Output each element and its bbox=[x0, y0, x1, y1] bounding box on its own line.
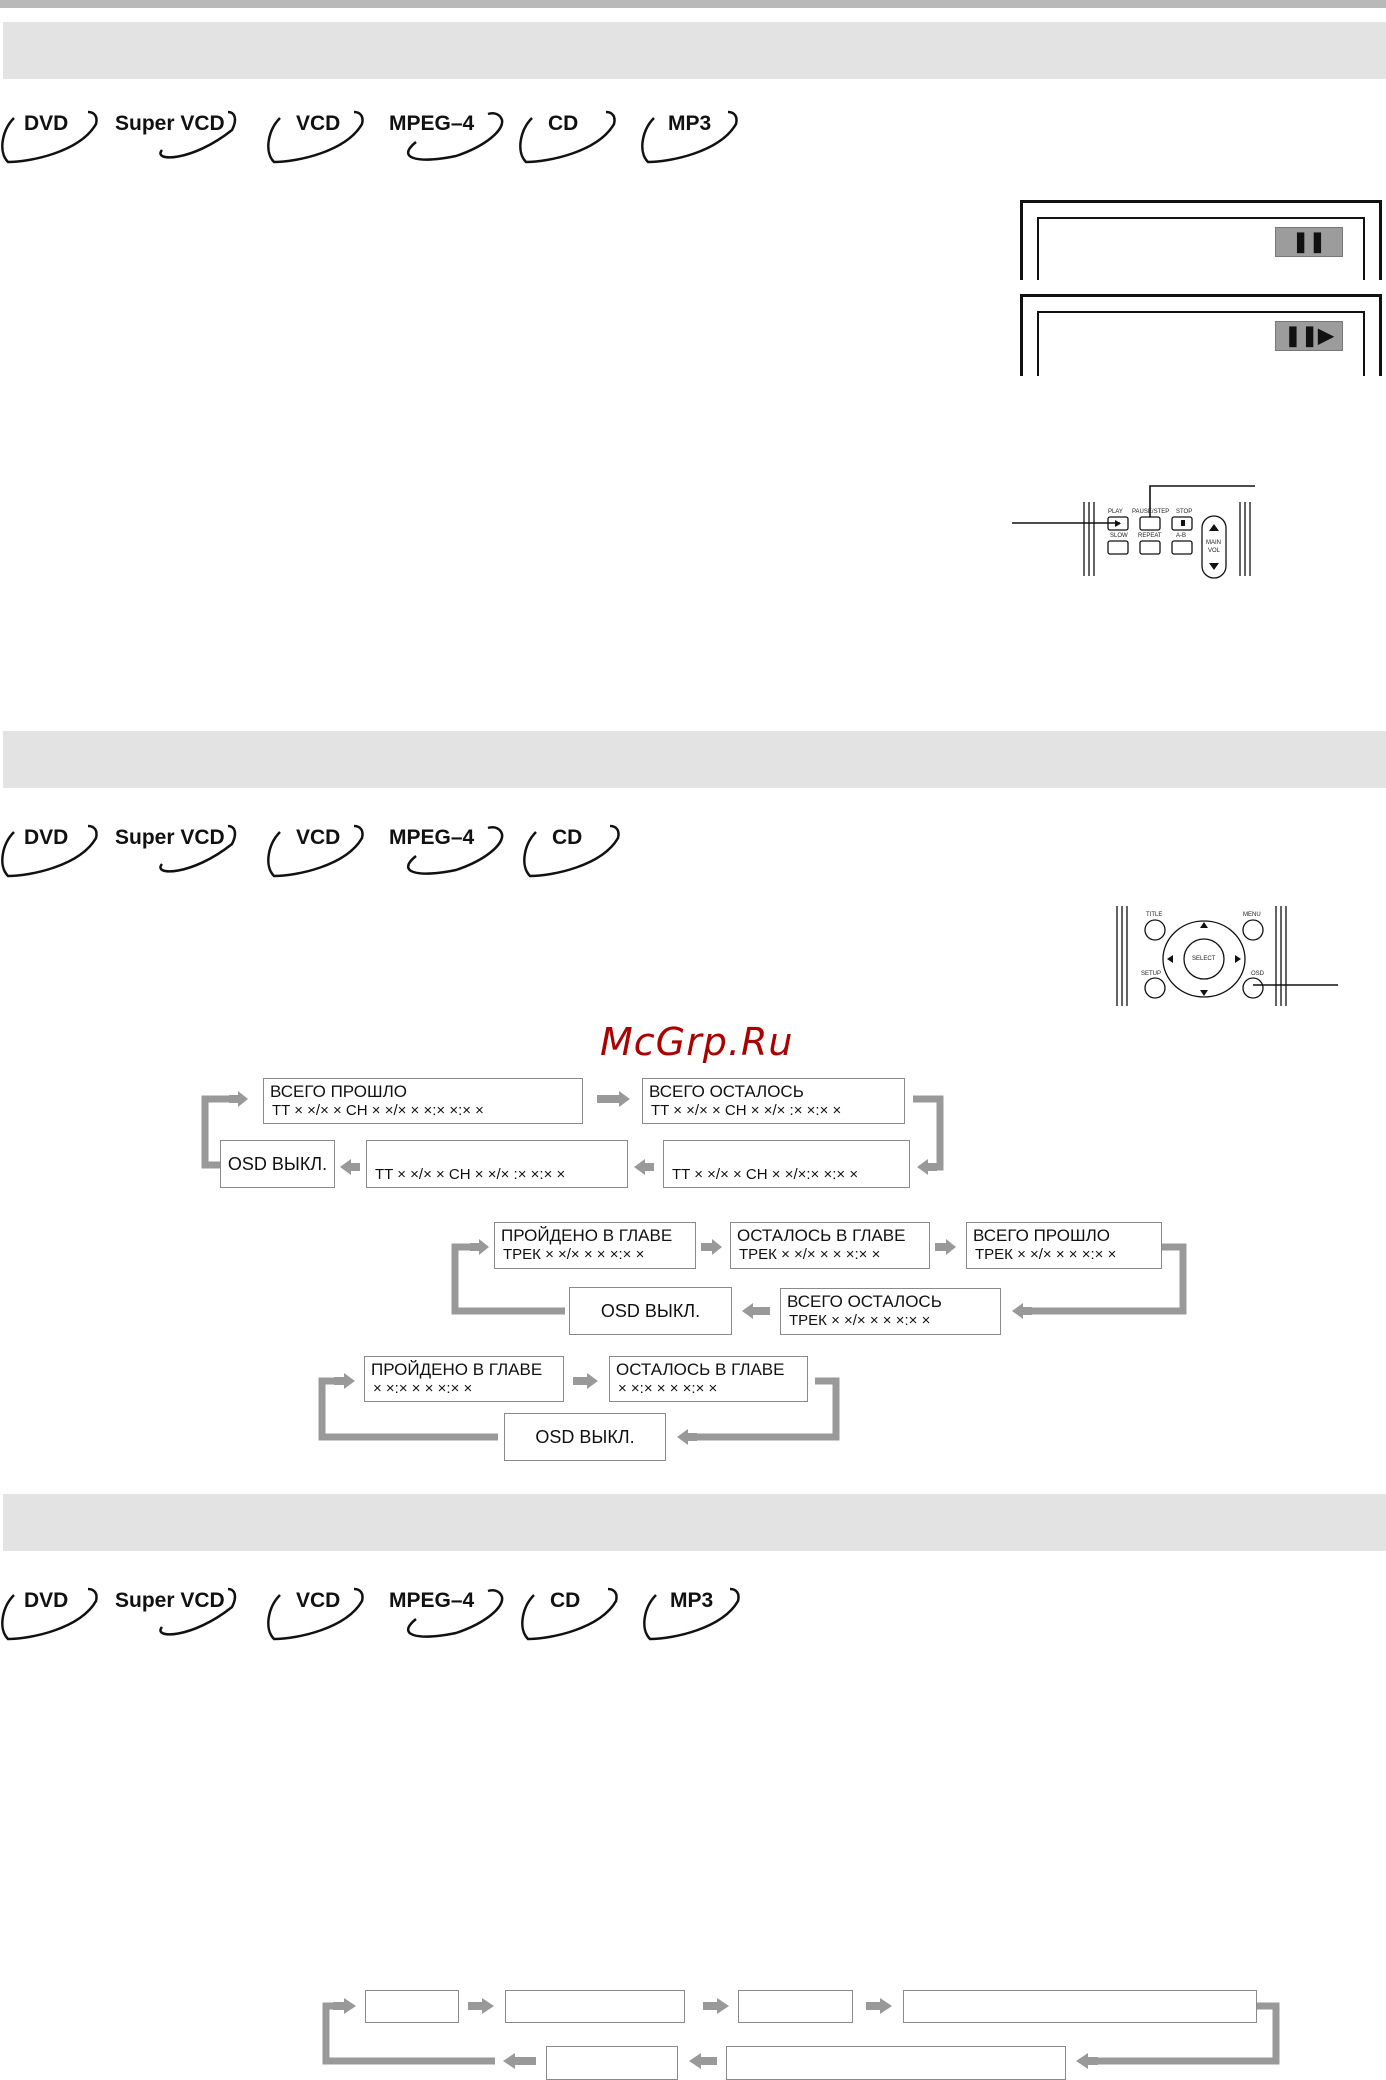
flow2-osd-off: OSD ВЫКЛ. bbox=[569, 1287, 732, 1335]
watermark: McGrp.Ru bbox=[600, 1020, 794, 1064]
flow1-osd-off: OSD ВЫКЛ. bbox=[220, 1140, 335, 1188]
section-header-3 bbox=[3, 1494, 1386, 1551]
flow4-box-1 bbox=[365, 1990, 459, 2023]
section-header-pause-step bbox=[3, 22, 1386, 79]
flow4-box-5 bbox=[546, 2046, 678, 2080]
tv-screen-step: ❚❚▶ bbox=[1020, 294, 1382, 376]
flow2-track-elapsed: ПРОЙДЕНО В ГЛАВЕ ТРЕК × ×/× × × ×:× × bbox=[494, 1222, 696, 1269]
step-icon: ❚❚▶ bbox=[1275, 321, 1343, 351]
remote-fragment-1 bbox=[1012, 485, 1255, 579]
flow3-osd-off: OSD ВЫКЛ. bbox=[504, 1413, 666, 1461]
section-header-osd bbox=[3, 731, 1386, 788]
flow4-box-6 bbox=[726, 2046, 1066, 2080]
flow1-total-elapsed: ВСЕГО ПРОШЛО TT × ×/× × CH × ×/× × ×:× ×… bbox=[263, 1078, 583, 1124]
flow1-total-remain: ВСЕГО ОСТАЛОСЬ TT × ×/× × CH × ×/× :× ×:… bbox=[642, 1078, 905, 1124]
flow2-total-elapsed: ВСЕГО ПРОШЛО ТРЕК × ×/× × × ×:× × bbox=[966, 1222, 1162, 1269]
flow1-chapter-remain: TT × ×/× × CH × ×/×:× ×:× × bbox=[663, 1140, 910, 1188]
flow4-box-3 bbox=[738, 1990, 853, 2023]
flow1-chapter-elapsed: TT × ×/× × CH × ×/× :× ×:× × bbox=[366, 1140, 628, 1188]
flow4-box-4 bbox=[903, 1990, 1257, 2023]
flow2-total-remain: ВСЕГО ОСТАЛОСЬ ТРЕК × ×/× × × ×:× × bbox=[780, 1288, 1001, 1335]
top-rule bbox=[0, 0, 1386, 8]
format-icons-row-1: DVD Super VCD VCD MPEG–4 CD MP3 bbox=[0, 102, 800, 182]
flow3-remain: ОСТАЛОСЬ В ГЛАВЕ × ×:× × × ×:× × bbox=[609, 1356, 808, 1402]
pause-icon: ❚❚ bbox=[1275, 227, 1343, 257]
flow2-track-remain: ОСТАЛОСЬ В ГЛАВЕ ТРЕК × ×/× × × ×:× × bbox=[730, 1222, 930, 1269]
tv-screen-pause: ❚❚ bbox=[1020, 200, 1382, 280]
remote-fragment-2 bbox=[1116, 906, 1338, 1006]
flow3-elapsed: ПРОЙДЕНО В ГЛАВЕ × ×:× × × ×:× × bbox=[364, 1356, 564, 1402]
flow4-box-2 bbox=[505, 1990, 685, 2023]
format-icons-row-2: DVD Super VCD VCD MPEG–4 CD bbox=[0, 816, 800, 896]
format-icons-row-3: DVD Super VCD VCD MPEG–4 CD MP3 bbox=[0, 1579, 800, 1659]
